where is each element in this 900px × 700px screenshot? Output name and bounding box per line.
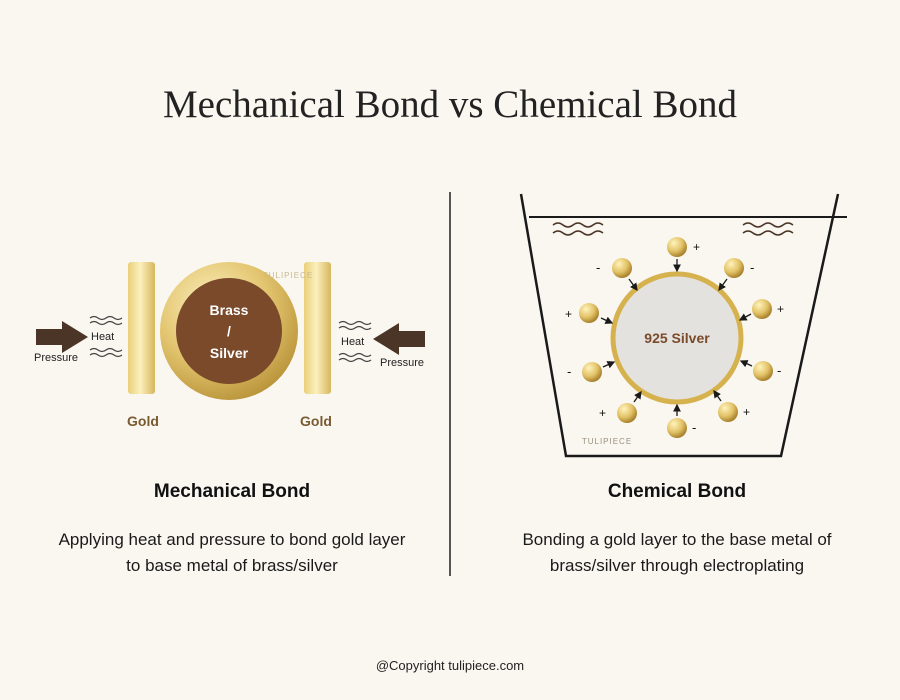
core-label-brass: Brass [210, 302, 249, 318]
brass-silver-core [176, 278, 282, 384]
left-gold-plate [128, 262, 155, 394]
right-pressure-label: Pressure [380, 357, 424, 369]
gold-ion-lower-left: - [567, 361, 616, 382]
svg-text:-: - [777, 363, 781, 378]
svg-text:+: + [693, 240, 700, 254]
gold-ion-bottom: - [667, 403, 696, 438]
right-gold-plate [304, 262, 331, 394]
chemical-description-line-1: Bonding a gold layer to the base metal o… [522, 530, 832, 549]
svg-text:+: + [777, 302, 784, 316]
svg-text:+: + [565, 307, 572, 321]
right-heat-label: Heat [341, 336, 364, 348]
gold-ion-lower-right: - [739, 360, 781, 381]
svg-text:+: + [743, 405, 750, 419]
chemical-diagram: 925 Silver TULIPIECE + - - + + [519, 193, 847, 458]
bath-waves-left-icon [552, 222, 604, 236]
page-title: Mechanical Bond vs Chemical Bond [162, 83, 738, 126]
gold-ion-bottom-right: + [713, 389, 750, 422]
gold-ion-mid-right: + [738, 299, 784, 321]
svg-text:-: - [692, 420, 696, 435]
gold-ion-mid-left: + [565, 303, 614, 324]
chemical-bond-heading: Chemical Bond [607, 481, 747, 502]
mechanical-description-line-2: to base metal of brass/silver [126, 556, 338, 575]
right-heat-waves-icon [338, 320, 372, 363]
gold-ion-upper-left: - [596, 258, 638, 292]
svg-text:-: - [567, 364, 571, 379]
left-heat-waves-icon [89, 315, 123, 358]
svg-text:-: - [750, 260, 754, 275]
gold-ion-top: + [667, 237, 700, 273]
bath-waves-right-icon [742, 222, 794, 236]
mechanical-description-line-1: Applying heat and pressure to bond gold … [58, 530, 406, 549]
core-label-silver: Silver [210, 345, 249, 361]
mechanical-diagram: Brass / Silver TULIPIECE Heat Pressure H… [34, 262, 425, 429]
gold-ion-bottom-left: + [599, 390, 642, 423]
mechanical-watermark: TULIPIECE [263, 271, 313, 280]
plating-bath-beaker [519, 193, 840, 458]
chemical-watermark: TULIPIECE [582, 437, 632, 446]
svg-text:+: + [599, 406, 606, 420]
center-divider [449, 192, 451, 576]
core-label-slash: / [227, 323, 231, 339]
silver-core [610, 271, 744, 405]
left-gold-label: Gold [127, 413, 159, 429]
right-pressure-arrow-icon [373, 323, 425, 355]
mechanical-bond-description: Applying heat and pressure to bond gold … [7, 527, 457, 579]
silver-core-label: 925 Silver [644, 330, 710, 346]
left-heat-label: Heat [91, 331, 114, 343]
svg-text:-: - [596, 260, 600, 275]
copyright-notice: @Copyright tulipiece.com [375, 658, 525, 673]
gold-ion-upper-right: - [718, 258, 754, 292]
mechanical-bond-heading: Mechanical Bond [153, 481, 311, 502]
right-gold-label: Gold [300, 413, 332, 429]
chemical-bond-description: Bonding a gold layer to the base metal o… [452, 527, 900, 579]
left-pressure-label: Pressure [34, 352, 78, 364]
chemical-description-line-2: brass/silver through electroplating [549, 556, 805, 575]
left-pressure-arrow-icon [36, 321, 88, 353]
